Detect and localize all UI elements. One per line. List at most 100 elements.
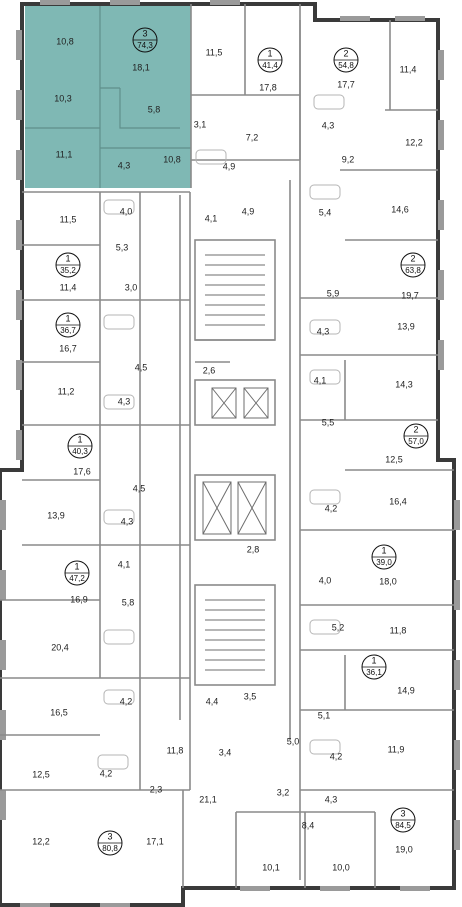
- svg-text:1: 1: [371, 655, 376, 665]
- room-area-label: 5,8: [122, 597, 135, 607]
- room-area-label: 4,2: [325, 503, 338, 513]
- svg-text:3: 3: [107, 831, 112, 841]
- interior-walls: [0, 4, 454, 888]
- svg-text:80,8: 80,8: [102, 844, 118, 853]
- svg-text:84,5: 84,5: [395, 821, 411, 830]
- svg-text:35,2: 35,2: [60, 266, 76, 275]
- room-area-label: 5,5: [322, 417, 335, 427]
- apartment-marker[interactable]: 136,7: [55, 312, 81, 338]
- room-area-label: 4,3: [317, 326, 330, 336]
- room-area-label: 12,5: [32, 769, 50, 779]
- room-area-label: 11,8: [167, 745, 184, 755]
- svg-text:36,1: 36,1: [366, 668, 382, 677]
- apartment-marker[interactable]: 263,8: [400, 252, 426, 278]
- svg-text:2: 2: [343, 48, 348, 58]
- svg-text:41,4: 41,4: [262, 61, 278, 70]
- room-area-label: 10,1: [262, 862, 280, 872]
- apartment-marker[interactable]: 136,1: [361, 654, 387, 680]
- room-area-label: 16,7: [59, 343, 77, 353]
- room-area-label: 4,1: [314, 375, 327, 385]
- elevator-shafts: [202, 254, 269, 671]
- highlighted-apartment[interactable]: [25, 6, 191, 188]
- room-area-label: 10,8: [163, 154, 181, 164]
- room-area-label: 17,8: [259, 82, 277, 92]
- apartment-marker[interactable]: 140,3: [67, 433, 93, 459]
- room-area-label: 3,1: [194, 119, 207, 129]
- room-area-label: 2,6: [203, 365, 216, 375]
- svg-text:1: 1: [381, 545, 386, 555]
- room-area-label: 18,0: [379, 576, 397, 586]
- room-area-label: 13,9: [397, 321, 415, 331]
- svg-text:1: 1: [267, 48, 272, 58]
- room-area-label: 2,8: [247, 544, 260, 554]
- room-area-label: 19,0: [395, 844, 413, 854]
- room-area-label: 3,5: [244, 691, 257, 701]
- apartment-marker[interactable]: 254,8: [333, 47, 359, 73]
- room-area-label: 4,2: [330, 751, 343, 761]
- room-area-label: 13,9: [47, 510, 65, 520]
- apartment-marker[interactable]: 257,0: [403, 423, 429, 449]
- room-area-label: 20,4: [51, 642, 69, 652]
- apartment-marker[interactable]: 380,8: [97, 830, 123, 856]
- room-area-label: 17,6: [73, 466, 91, 476]
- room-area-label: 10,0: [332, 862, 350, 872]
- room-area-label: 11,1: [56, 149, 73, 159]
- room-area-label: 4,1: [205, 213, 218, 223]
- room-area-label: 3,2: [277, 787, 290, 797]
- apartment-marker[interactable]: 141,4: [257, 47, 283, 73]
- svg-text:3: 3: [142, 28, 147, 38]
- room-area-label: 14,9: [397, 685, 415, 695]
- apartment-marker[interactable]: 384,5: [390, 807, 416, 833]
- apartment-marker[interactable]: 147,2: [64, 560, 90, 586]
- room-area-label: 12,5: [385, 454, 403, 464]
- room-area-label: 10,8: [56, 36, 74, 46]
- room-area-label: 14,6: [391, 204, 409, 214]
- room-area-label: 9,2: [342, 154, 355, 164]
- room-area-label: 4,5: [135, 362, 148, 372]
- room-area-label: 11,8: [390, 625, 407, 635]
- svg-text:3: 3: [400, 808, 405, 818]
- room-area-label: 4,3: [118, 160, 131, 170]
- apartment-marker[interactable]: 374,3: [132, 27, 158, 53]
- room-area-label: 4,9: [242, 206, 255, 216]
- room-area-label: 19,7: [401, 290, 419, 300]
- room-area-label: 12,2: [405, 137, 423, 147]
- svg-text:74,3: 74,3: [137, 41, 153, 50]
- room-area-label: 5,0: [287, 736, 300, 746]
- svg-text:2: 2: [410, 253, 415, 263]
- svg-text:1: 1: [74, 561, 79, 571]
- room-area-label: 10,3: [54, 93, 72, 103]
- room-area-label: 16,4: [389, 496, 407, 506]
- room-area-label: 5,4: [319, 207, 332, 217]
- svg-text:2: 2: [413, 424, 418, 434]
- room-area-label: 11,5: [206, 47, 223, 57]
- room-area-label: 4,3: [322, 120, 335, 130]
- room-area-label: 5,9: [327, 288, 340, 298]
- room-area-label: 8,4: [302, 820, 315, 830]
- room-area-label: 17,1: [146, 836, 164, 846]
- room-area-label: 14,3: [395, 379, 413, 389]
- apartment-marker[interactable]: 139,0: [371, 544, 397, 570]
- room-area-label: 21,1: [199, 794, 217, 804]
- room-area-label: 4,4: [206, 696, 219, 706]
- apartment-marker[interactable]: 135,2: [55, 252, 81, 278]
- room-area-label: 5,2: [332, 622, 345, 632]
- room-area-label: 17,7: [337, 79, 355, 89]
- room-area-label: 4,3: [121, 516, 134, 526]
- room-area-label: 4,5: [133, 483, 146, 493]
- svg-text:47,2: 47,2: [69, 574, 85, 583]
- room-area-label: 3,0: [125, 282, 138, 292]
- room-area-label: 16,9: [70, 594, 88, 604]
- room-area-label: 11,9: [388, 744, 405, 754]
- room-area-label: 4,3: [118, 396, 131, 406]
- room-area-label: 4,9: [223, 161, 236, 171]
- room-area-label: 18,1: [132, 62, 150, 72]
- room-area-label: 4,0: [319, 575, 332, 585]
- svg-text:54,8: 54,8: [338, 61, 354, 70]
- room-area-label: 11,2: [58, 386, 75, 396]
- svg-text:63,8: 63,8: [405, 266, 421, 275]
- svg-text:57,0: 57,0: [408, 437, 424, 446]
